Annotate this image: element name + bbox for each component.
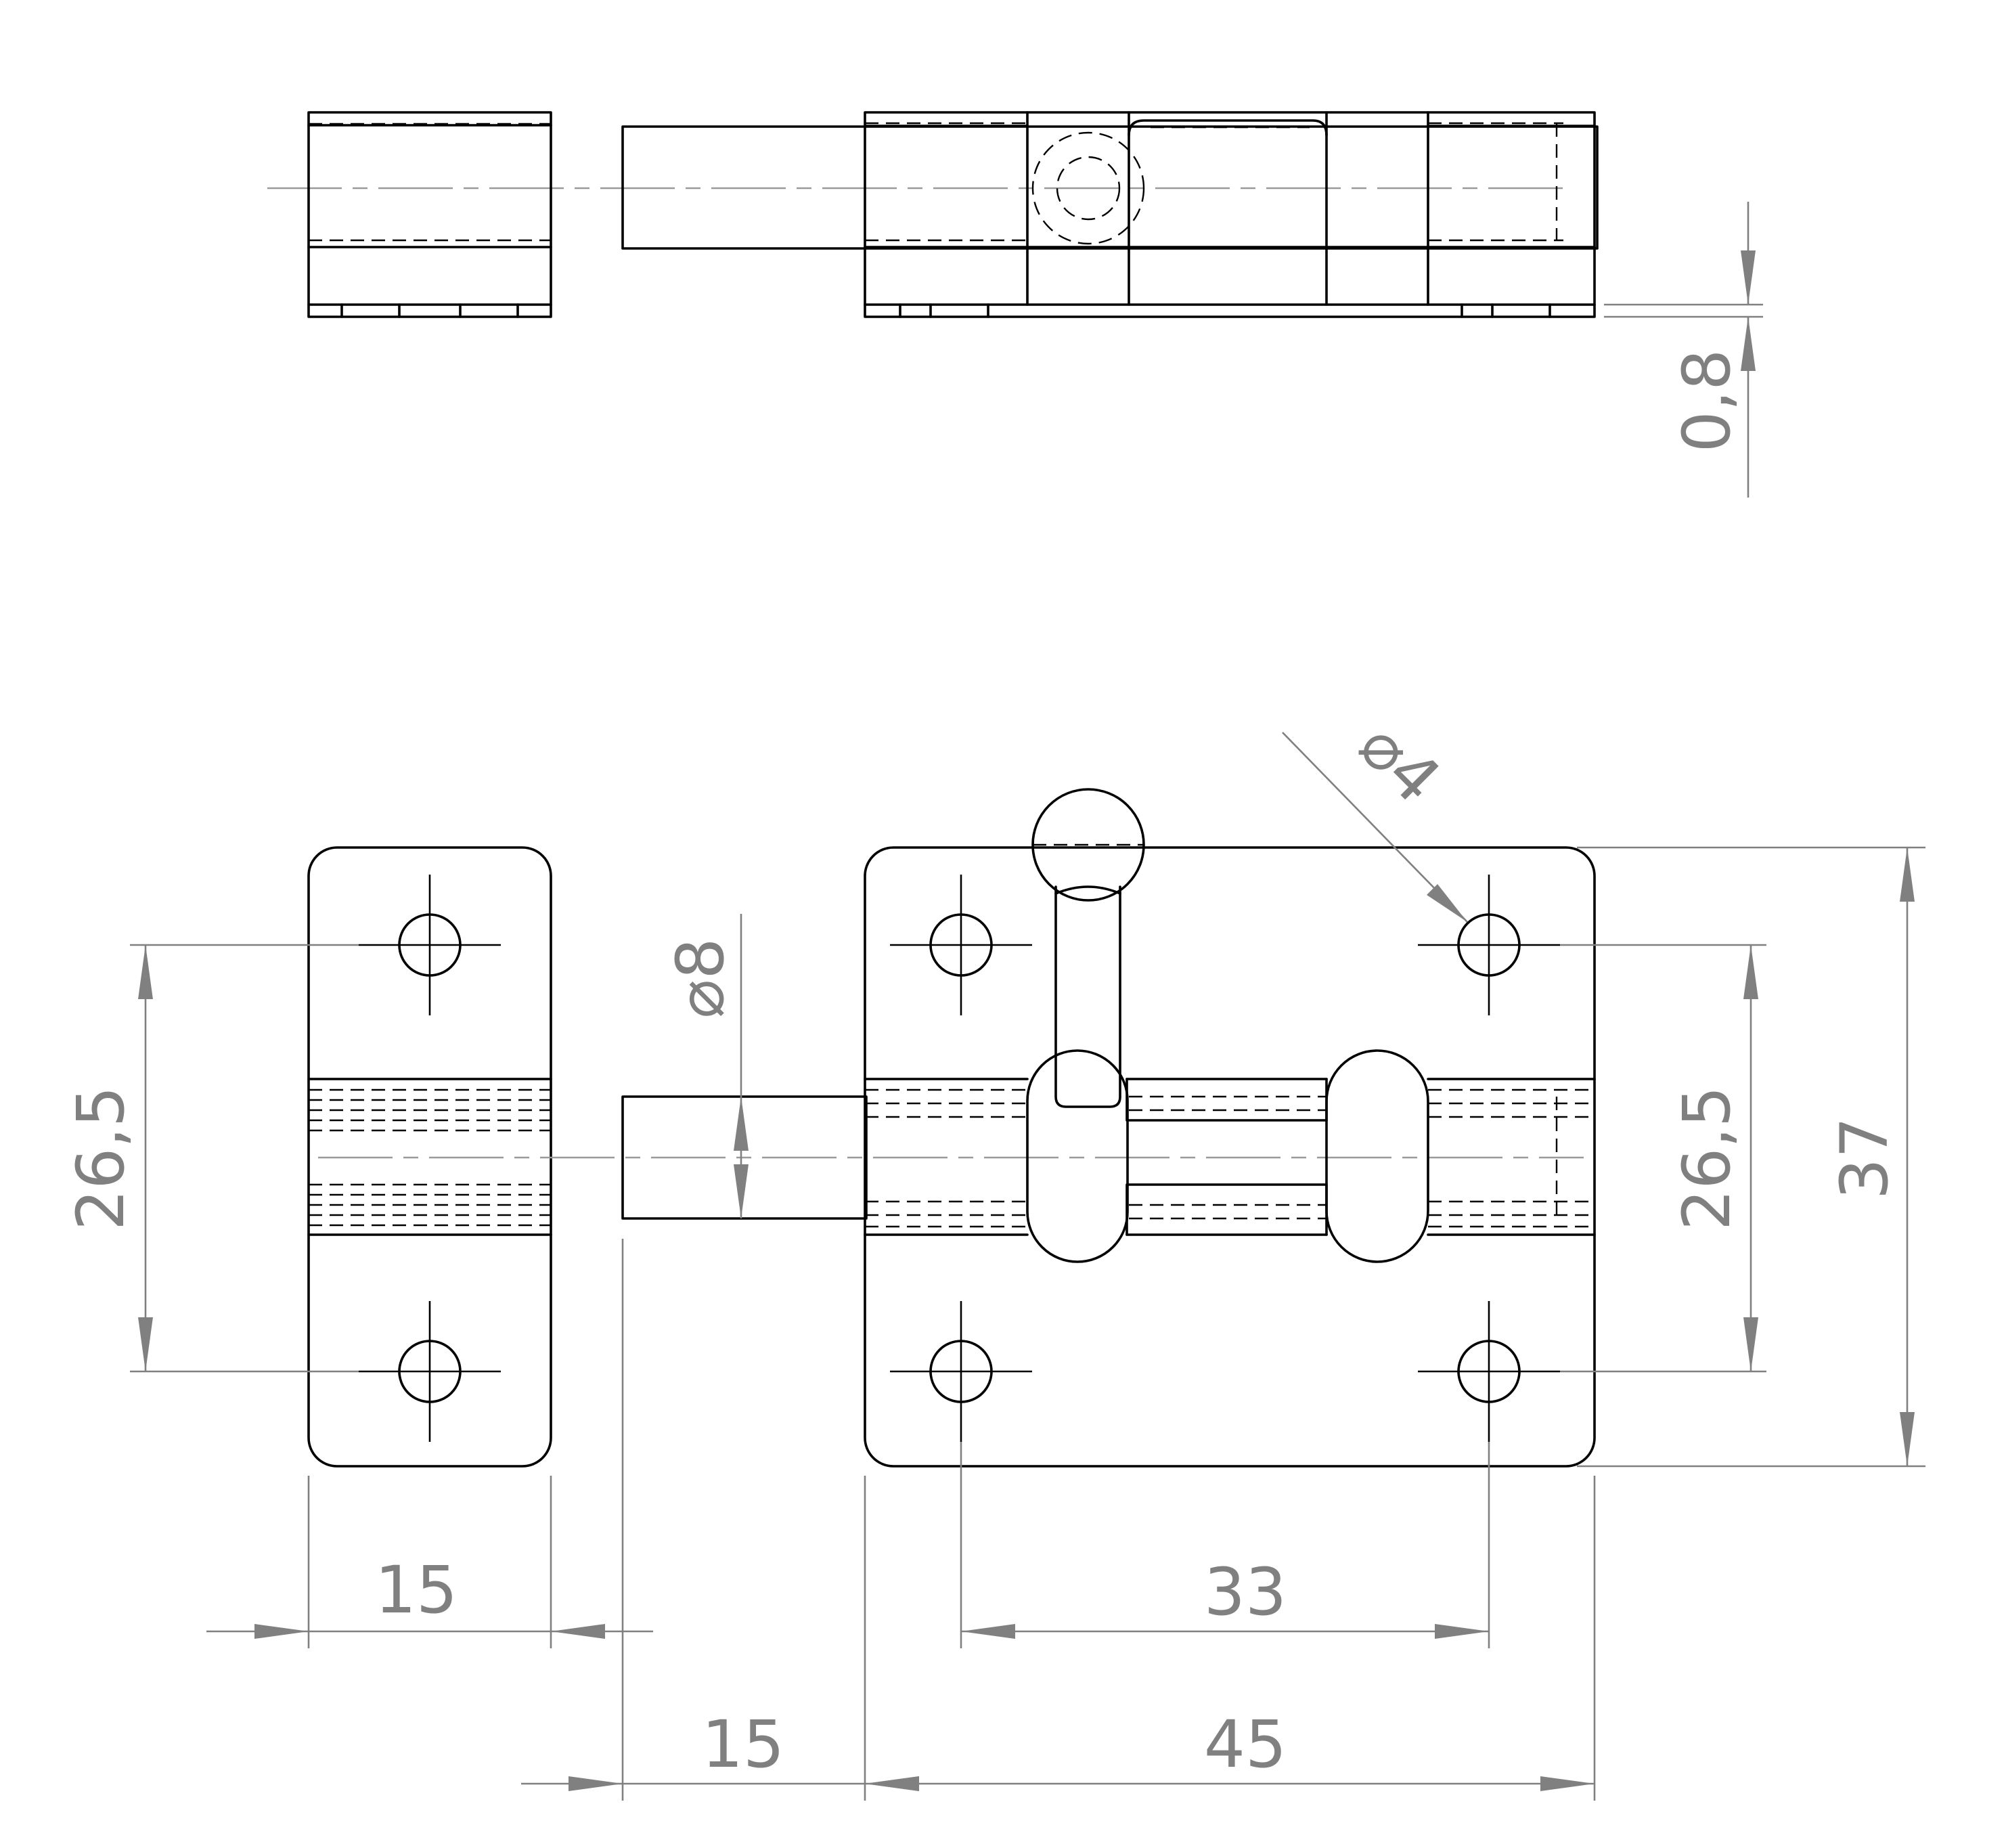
- slot-pocket-left: [1026, 1049, 1129, 1263]
- dimension-body-width-label: 45: [1204, 1707, 1287, 1782]
- dimension-hole-pitch: 33: [960, 1442, 1490, 1648]
- top-keeper: [307, 111, 552, 318]
- dimension-keeper-hole-spacing: 26,5: [63, 944, 359, 1373]
- dimension-body-width: 45: [865, 1476, 1596, 1801]
- dimension-body-hole-spacing: 26,5: [1560, 944, 1766, 1373]
- front-keeper: [307, 846, 552, 1468]
- slot-pocket-right: [1325, 1049, 1429, 1263]
- dimension-body-height: 37: [1577, 846, 1925, 1468]
- dimension-body-height-label: 37: [1827, 1117, 1902, 1200]
- bolt-handle[interactable]: [1031, 788, 1145, 1108]
- dimension-keeper-hole-spacing-label: 26,5: [63, 1086, 139, 1231]
- dimension-gap-width: 15: [521, 1239, 919, 1801]
- dimension-hole-pitch-label: 33: [1204, 1554, 1287, 1630]
- top-bolt-body: [621, 111, 1599, 318]
- dimension-hole-diameter-label: ⌀4: [1345, 707, 1455, 818]
- dimension-hole-diameter: ⌀4: [1282, 707, 1468, 923]
- front-bolt-rod: [621, 1095, 868, 1220]
- dimension-bolt-diameter: ⌀8: [663, 914, 749, 1218]
- top-view: 0,8: [267, 111, 1763, 498]
- dimension-keeper-width-label: 15: [375, 1552, 458, 1628]
- top-bolt-rod: [621, 125, 1599, 250]
- front-view: ⌀4 ⌀8 26,5 26,5: [63, 707, 1925, 1801]
- dimension-gap-width-label: 15: [702, 1707, 784, 1782]
- dimension-bolt-diameter-label: ⌀8: [663, 938, 738, 1019]
- dimension-keeper-width: 15: [206, 1476, 653, 1648]
- front-body: [864, 788, 1596, 1468]
- dimension-body-hole-spacing-label: 26,5: [1669, 1086, 1745, 1231]
- dimension-gap: 0,8: [1604, 202, 1763, 498]
- dimension-gap-label: 0,8: [1669, 349, 1745, 453]
